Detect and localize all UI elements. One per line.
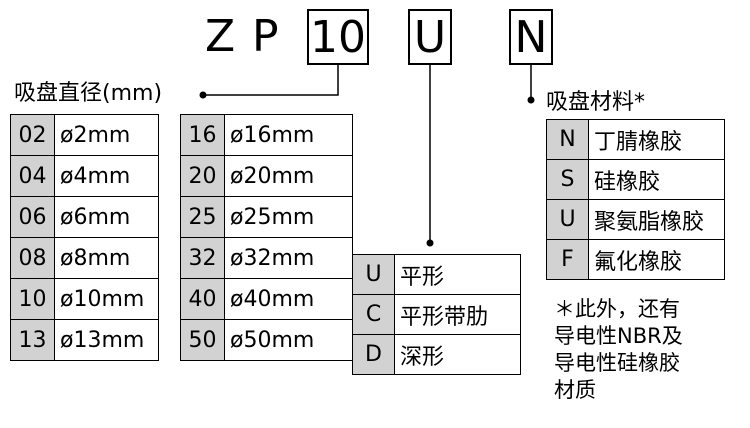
material-desc: 氟化橡胶 xyxy=(588,239,725,280)
size-code: 10 xyxy=(10,278,55,320)
type-desc: 平形 xyxy=(394,254,521,295)
size-code: 06 xyxy=(10,196,55,238)
size-diameter: ø20mm xyxy=(224,155,353,197)
code-prefix-z: Z xyxy=(205,11,236,62)
size-code: 25 xyxy=(180,196,225,238)
material-note: ＊此外，还有 导电性NBR及 导电性硅橡胶 材质 xyxy=(554,296,683,404)
type-desc: 平形带肋 xyxy=(394,294,521,335)
material-desc: 丁腈橡胶 xyxy=(588,119,725,160)
size-diameter: ø50mm xyxy=(224,319,353,361)
size-code: 04 xyxy=(10,155,55,197)
note-line: ＊此外，还有 xyxy=(554,297,680,321)
size-connector-line xyxy=(203,65,339,96)
size-code: 16 xyxy=(180,114,225,156)
size-code: 40 xyxy=(180,278,225,320)
code-material-box: N xyxy=(509,9,553,65)
material-code: U xyxy=(546,199,589,240)
material-desc: 硅橡胶 xyxy=(588,159,725,200)
code-type-box: U xyxy=(408,9,452,65)
size-code: 50 xyxy=(180,319,225,361)
material-code: F xyxy=(546,239,589,280)
size-diameter: ø25mm xyxy=(224,196,353,238)
size-diameter: ø40mm xyxy=(224,278,353,320)
note-line: 材质 xyxy=(554,378,596,402)
material-code: S xyxy=(546,159,589,200)
code-prefix-p: P xyxy=(252,11,279,62)
type-desc: 深形 xyxy=(394,334,521,375)
size-diameter: ø8mm xyxy=(54,237,159,279)
size-diameter: ø13mm xyxy=(54,319,159,361)
size-code: 02 xyxy=(10,114,55,156)
size-diameter: ø6mm xyxy=(54,196,159,238)
size-diameter: ø4mm xyxy=(54,155,159,197)
type-connector-dot xyxy=(426,239,434,247)
size-code: 20 xyxy=(180,155,225,197)
note-line: 导电性硅橡胶 xyxy=(554,351,680,375)
material-code: N xyxy=(546,119,589,160)
material-label: 吸盘材料* xyxy=(546,90,646,115)
size-diameter: ø2mm xyxy=(54,114,159,156)
size-diameter: ø16mm xyxy=(224,114,353,156)
size-connector-dot xyxy=(199,91,207,99)
type-code: C xyxy=(352,294,395,335)
code-size-box: 10 xyxy=(307,9,369,65)
type-code: D xyxy=(352,334,395,375)
material-desc: 聚氨脂橡胶 xyxy=(588,199,725,240)
note-line: 导电性NBR及 xyxy=(554,324,683,348)
size-code: 13 xyxy=(10,319,55,361)
size-diameter: ø10mm xyxy=(54,278,159,320)
size-code: 08 xyxy=(10,237,55,279)
material-connector-dot xyxy=(527,96,535,104)
type-code: U xyxy=(352,254,395,295)
size-code: 32 xyxy=(180,237,225,279)
size-label: 吸盘直径(mm) xyxy=(14,81,163,106)
size-diameter: ø32mm xyxy=(224,237,353,279)
